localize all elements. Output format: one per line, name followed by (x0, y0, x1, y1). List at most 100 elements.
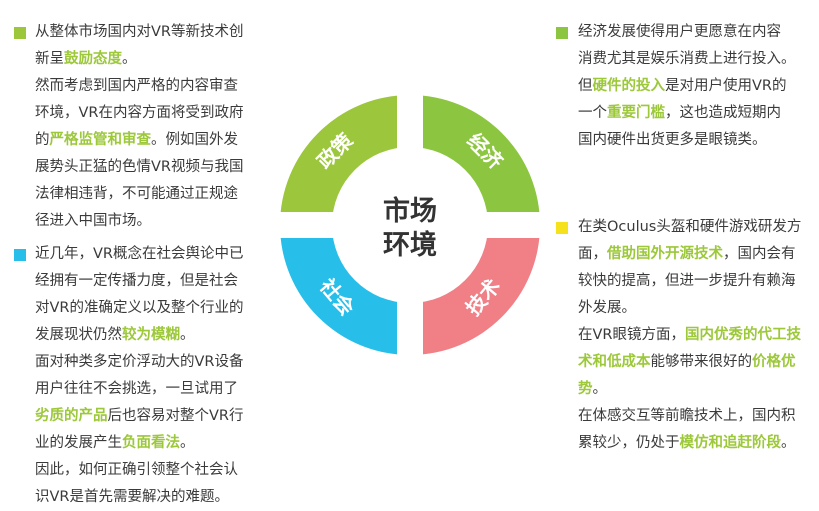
text-line: 面，借助国外开源技术，国内会有 (578, 241, 801, 268)
ring-segment-policy (280, 95, 410, 225)
text-run: 较快的提高，但进一步提升有赖海 (578, 273, 796, 289)
text-run: 国内硬件出货更多是眼镜类。 (578, 132, 767, 148)
center-title-line1: 市场 (383, 195, 437, 227)
text-run: 业的发展产生 (35, 435, 122, 451)
text-run: 然而考虑到国内严格的内容审查 (35, 78, 238, 94)
text-line: 从整体市场国内对VR等新技术创 (35, 19, 244, 46)
policy-text-block: 从整体市场国内对VR等新技术创新呈鼓励态度。然而考虑到国内严格的内容审查环境，V… (35, 19, 244, 235)
highlight-text: 重要门槛 (607, 105, 665, 121)
text-run: 经拥有一定传播力度，但是社会 (35, 273, 238, 289)
text-line: 一个重要门槛，这也造成短期内 (578, 100, 796, 127)
text-line: 用户往往不会挑选，一旦试用了 (35, 376, 244, 403)
text-run: 从整体市场国内对VR等新技术创 (35, 24, 244, 40)
text-line: 对VR的准确定义以及整个行业的 (35, 295, 244, 322)
text-run: 一个 (578, 105, 607, 121)
text-run: 经济发展使得用户更愿意在内容 (578, 24, 781, 40)
text-line: 识VR是首先需要解决的难题。 (35, 484, 244, 511)
ring-segment-society (280, 225, 410, 355)
text-run: 的 (35, 132, 50, 148)
highlight-text: 借助国外开源技术 (607, 246, 723, 262)
text-line: 然而考虑到国内严格的内容审查 (35, 73, 244, 100)
highlight-text: 模仿和追赶阶段 (679, 435, 782, 451)
text-line: 在VR眼镜方面，国内优秀的代工技 (578, 322, 801, 349)
text-line: 劣质的产品后也容易对整个VR行 (35, 403, 244, 430)
text-run: 因此，如何正确引领整个社会认 (35, 462, 238, 478)
ring-segment-economy (410, 95, 540, 225)
text-line: 在体感交互等前瞻技术上，国内积 (578, 403, 801, 430)
text-run: 法律相违背，不可能通过正规途 (35, 186, 238, 202)
text-line: 外发展。 (578, 295, 801, 322)
text-run: 。 (180, 435, 195, 451)
text-run: 环境，VR在内容方面将受到政府 (35, 105, 244, 121)
ring-segment-technology (410, 225, 540, 355)
highlight-text: 硬件的投入 (592, 78, 666, 94)
text-run: 展势头正猛的色情VR视频与我国 (35, 159, 244, 175)
text-line: 势。 (578, 376, 801, 403)
highlight-text: 劣质的产品 (35, 408, 108, 424)
text-run: 。 (180, 327, 195, 343)
text-run: 在体感交互等前瞻技术上，国内积 (578, 408, 796, 424)
text-run: 但 (578, 78, 593, 94)
text-run: 。 (592, 381, 608, 397)
text-run: 外发展。 (578, 300, 636, 316)
text-run: 面， (578, 246, 607, 262)
highlight-text: 严格监管和审查 (49, 132, 152, 148)
highlight-text: 术和低成本 (578, 354, 651, 370)
text-run: 对VR的准确定义以及整个行业的 (35, 300, 244, 316)
text-line: 累较少，仍处于模仿和追赶阶段。 (578, 430, 801, 457)
text-line: 较快的提高，但进一步提升有赖海 (578, 268, 801, 295)
text-line: 经拥有一定传播力度，但是社会 (35, 268, 244, 295)
highlight-text: 负面看法 (122, 435, 180, 451)
text-line: 在类Oculus头盔和硬件游戏研发方 (578, 214, 801, 241)
text-line: 国内硬件出货更多是眼镜类。 (578, 127, 796, 154)
text-run: 消费尤其是娱乐消费上进行投入。 (578, 51, 796, 67)
highlight-text: 较为模糊 (122, 327, 180, 343)
economy-text-block: 经济发展使得用户更愿意在内容消费尤其是娱乐消费上进行投入。但硬件的投入是对用户使… (578, 19, 796, 154)
text-run: 。例如国外发 (151, 132, 238, 148)
text-run: 在类Oculus头盔和硬件游戏研发方 (578, 219, 802, 235)
text-run: 新呈 (35, 51, 64, 67)
text-run: ，这也造成短期内 (665, 105, 781, 121)
bullet-society (14, 249, 26, 261)
bullet-economy (556, 27, 568, 39)
center-circle (332, 147, 488, 303)
society-text-block: 近几年，VR概念在社会舆论中已经拥有一定传播力度，但是社会对VR的准确定义以及整… (35, 241, 244, 511)
text-line: 的严格监管和审查。例如国外发 (35, 127, 244, 154)
text-run: 累较少，仍处于 (578, 435, 680, 451)
text-line: 术和低成本能够带来很好的价格优 (578, 349, 801, 376)
highlight-text: 势 (578, 381, 593, 397)
text-run: 能够带来很好的 (650, 354, 753, 370)
text-line: 近几年，VR概念在社会舆论中已 (35, 241, 244, 268)
text-line: 业的发展产生负面看法。 (35, 430, 244, 457)
text-run: 后也容易对整个VR行 (107, 408, 244, 424)
highlight-text: 国内优秀的代工技 (685, 327, 801, 343)
text-run: 用户往往不会挑选，一旦试用了 (35, 381, 238, 397)
technology-text-block: 在类Oculus头盔和硬件游戏研发方面，借助国外开源技术，国内会有较快的提高，但… (578, 214, 801, 457)
text-line: 经济发展使得用户更愿意在内容 (578, 19, 796, 46)
bullet-technology (556, 222, 568, 234)
text-run: 近几年，VR概念在社会舆论中已 (35, 246, 244, 262)
text-line: 径进入中国市场。 (35, 208, 244, 235)
text-line: 消费尤其是娱乐消费上进行投入。 (578, 46, 796, 73)
text-run: 发展现状仍然 (35, 327, 122, 343)
text-line: 发展现状仍然较为模糊。 (35, 322, 244, 349)
text-run: 径进入中国市场。 (35, 213, 151, 229)
text-line: 法律相违背，不可能通过正规途 (35, 181, 244, 208)
text-run: 是对用户使用VR的 (665, 78, 787, 94)
text-run: 识VR是首先需要解决的难题。 (35, 489, 229, 505)
text-line: 因此，如何正确引领整个社会认 (35, 457, 244, 484)
text-run: 面对种类多定价浮动大的VR设备 (35, 354, 244, 370)
text-line: 新呈鼓励态度。 (35, 46, 244, 73)
text-run: ，国内会有 (723, 246, 796, 262)
text-run: 。 (122, 51, 137, 67)
text-line: 展势头正猛的色情VR视频与我国 (35, 154, 244, 181)
center-title-line2: 环境 (383, 230, 437, 261)
text-run: 在VR眼镜方面， (578, 327, 685, 343)
text-line: 环境，VR在内容方面将受到政府 (35, 100, 244, 127)
highlight-text: 鼓励态度 (64, 51, 122, 67)
text-line: 但硬件的投入是对用户使用VR的 (578, 73, 796, 100)
text-run: 。 (781, 435, 796, 451)
text-line: 面对种类多定价浮动大的VR设备 (35, 349, 244, 376)
bullet-policy (14, 27, 26, 39)
